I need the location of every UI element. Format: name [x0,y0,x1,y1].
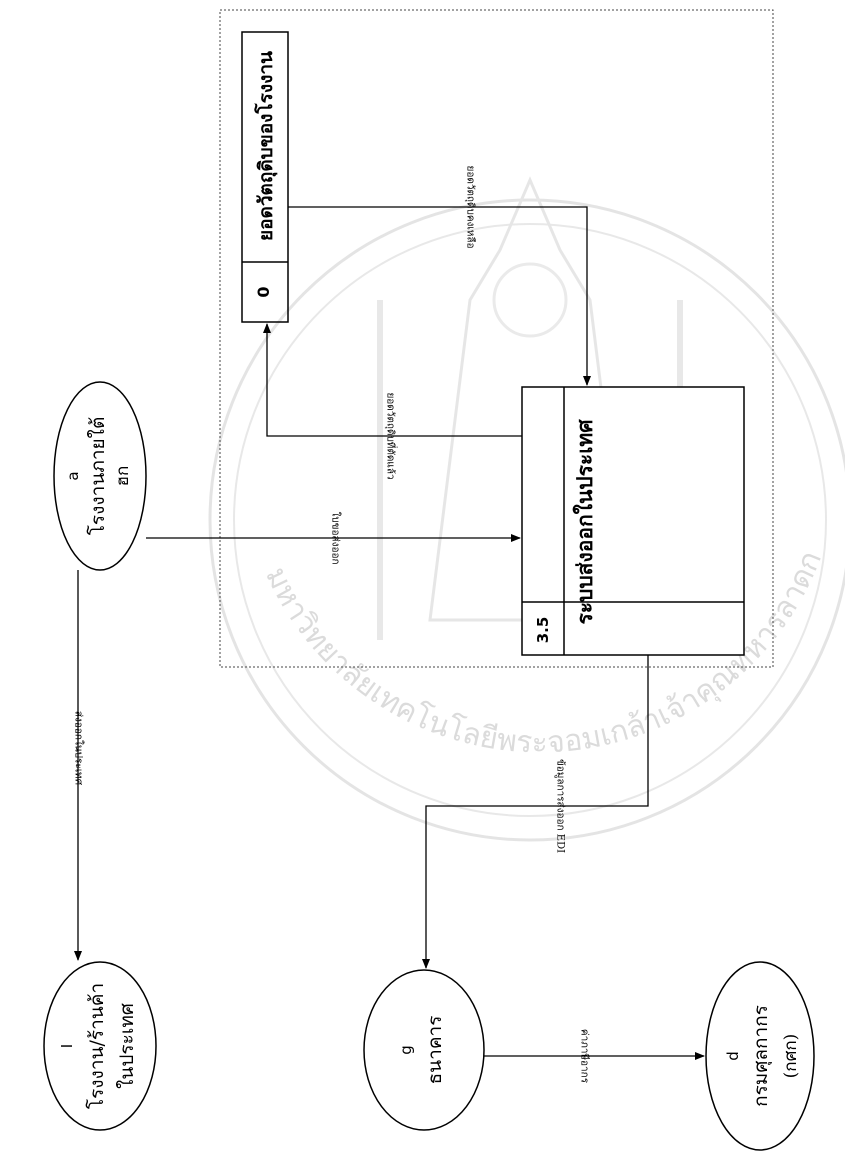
datastore-raw-materials: 0 ยอดวัตถุดิบของโรงงาน [242,32,288,322]
entity-customs-d: d กรมศุลกากร (กศก) [706,962,814,1150]
process-id: 3.5 [534,617,552,644]
entity-a-letter: a [64,471,82,480]
flow-label-process-to-bank: ข้อมูลการส่งออก EDI [555,759,567,853]
flow-label-process-to-store: ยอดวัตถุดิบที่ตัดแล้ว [385,392,399,479]
flow-label-store-to-process: ยอดวัตถุดิบคงเหลือ [465,165,477,248]
entity-g-letter: g [397,1045,415,1055]
process-domestic-export: 3.5 ระบบส่งออกในประเทศ [522,387,744,655]
entity-i-letter: I [58,1044,76,1048]
entity-a-name-line1: โรงงานภายใต้ [86,417,109,536]
flow-label-factory-to-customer: ส่งออกในประเทศ [73,711,85,786]
entity-i-name-line2: ในประเทศ [116,1003,138,1089]
entity-bank-g: g ธนาคาร [364,970,484,1130]
entity-g-name-line1: ธนาคาร [424,1016,446,1085]
process-name: ระบบส่งออกในประเทศ [572,419,597,625]
flow-label-factory-to-process: ใบขอส่งออก [330,511,342,564]
entity-d-name-line1: กรมศุลกากร [750,1005,773,1107]
flow-process-to-bank [426,655,648,968]
entity-d-name-line2: (กศก) [781,1034,801,1079]
entity-domestic-customer-i: I โรงงาน/ร้านค้า ในประเทศ [44,962,156,1130]
flow-store-to-process [288,207,587,385]
datastore-name: ยอดวัตถุดิบของโรงงาน [254,51,278,241]
datastore-id: 0 [254,286,273,297]
entity-d-letter: d [724,1051,742,1061]
entity-i-name-line1: โรงงาน/ร้านค้า [85,983,108,1109]
entity-a-name-line2: ฮก [113,466,133,487]
flow-label-bank-to-customs: ค่าภาษีอากร [579,1029,591,1084]
entity-factory-a: a โรงงานภายใต้ ฮก [54,382,146,570]
